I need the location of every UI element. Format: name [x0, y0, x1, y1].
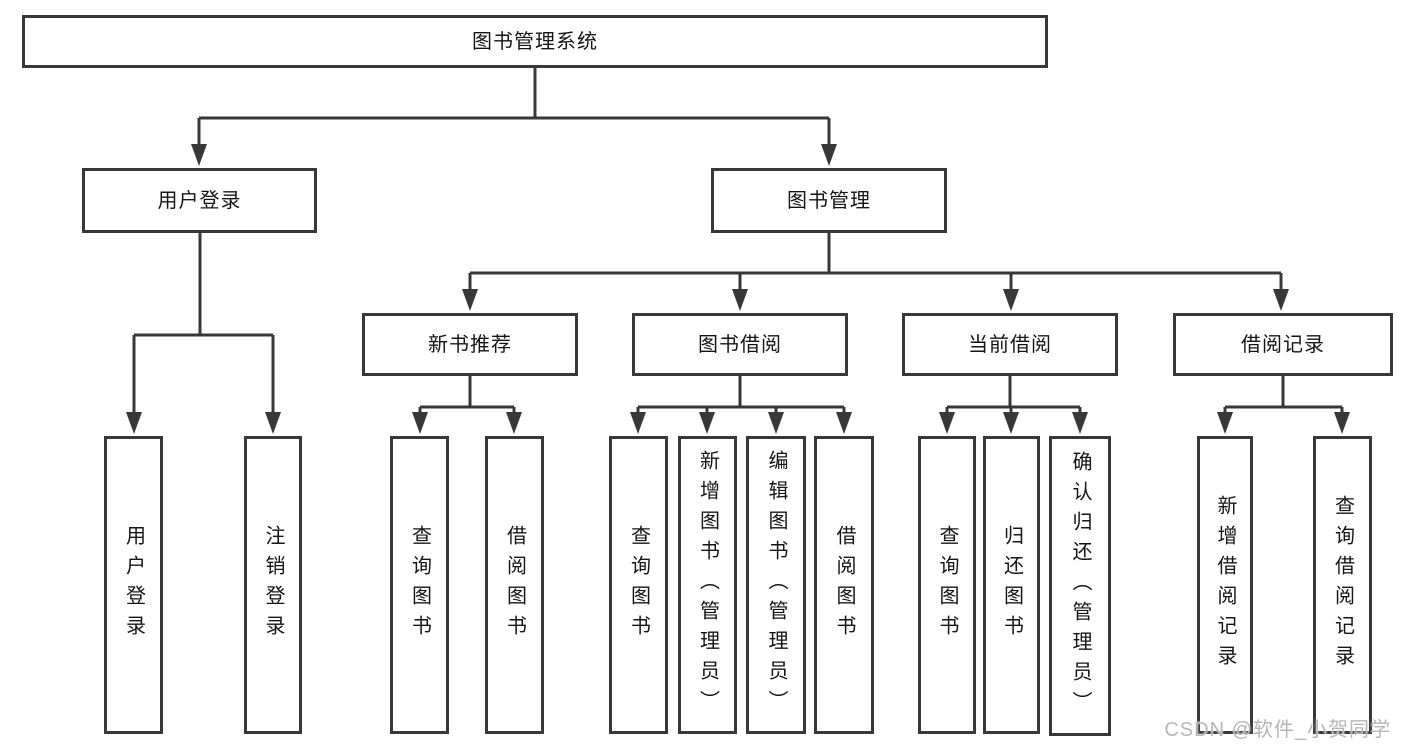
leaf-confirm-return-admin: 确认归还（管理员）: [1049, 436, 1111, 736]
leaf-confirm-return-admin-label: 确认归还（管理员）: [1069, 451, 1091, 721]
leaf-return-books: 归还图书: [983, 436, 1040, 734]
csdn-watermark: CSDN @软件_小贺同学: [1164, 719, 1391, 741]
leaf-borrow-books: 借阅图书: [814, 436, 874, 734]
leaf-query-books-borrowing: 查询图书: [609, 436, 668, 734]
leaf-query-books-borrowing-label: 查询图书: [627, 525, 650, 645]
leaf-user-login-label: 用户登录: [122, 525, 145, 645]
leaf-borrow-books-recommend-label: 借阅图书: [503, 525, 526, 645]
leaf-query-books-current: 查询图书: [918, 436, 976, 734]
leaf-add-books-admin-label: 新增图书（管理员）: [696, 450, 719, 720]
leaf-edit-books-admin-label: 编辑图书（管理员）: [765, 450, 787, 720]
leaf-return-books-label: 归还图书: [1000, 525, 1023, 645]
leaf-edit-books-admin: 编辑图书（管理员）: [746, 436, 806, 734]
node-user-login-label: 用户登录: [157, 189, 242, 212]
leaf-add-borrow-record-label: 新增借阅记录: [1214, 495, 1236, 675]
node-root-label: 图书管理系统: [472, 30, 598, 53]
leaf-logout-label: 注销登录: [262, 525, 284, 645]
leaf-query-books-recommend: 查询图书: [390, 436, 449, 734]
leaf-query-books-recommend-label: 查询图书: [408, 525, 431, 645]
node-new-book-recommendation: 新书推荐: [362, 313, 578, 376]
leaf-add-books-admin: 新增图书（管理员）: [678, 436, 737, 734]
node-book-borrowing-label: 图书借阅: [698, 333, 782, 356]
node-book-borrowing: 图书借阅: [632, 313, 848, 376]
node-borrowing-records-label: 借阅记录: [1241, 333, 1325, 356]
leaf-logout: 注销登录: [244, 436, 302, 734]
node-root: 图书管理系统: [22, 15, 1048, 68]
leaf-borrow-books-recommend: 借阅图书: [485, 436, 544, 734]
leaf-query-borrow-record: 查询借阅记录: [1313, 436, 1372, 734]
node-current-borrowing: 当前借阅: [902, 313, 1118, 376]
leaf-query-borrow-record-label: 查询借阅记录: [1331, 495, 1354, 675]
node-borrowing-records: 借阅记录: [1173, 313, 1393, 376]
node-user-login: 用户登录: [82, 168, 317, 233]
leaf-add-borrow-record: 新增借阅记录: [1197, 436, 1253, 734]
node-book-management-label: 图书管理: [787, 189, 871, 212]
node-book-management: 图书管理: [711, 168, 947, 233]
leaf-query-books-current-label: 查询图书: [936, 525, 958, 645]
leaf-user-login: 用户登录: [104, 436, 163, 734]
node-new-book-recommendation-label: 新书推荐: [428, 333, 512, 356]
node-current-borrowing-label: 当前借阅: [968, 333, 1052, 356]
leaf-borrow-books-label: 借阅图书: [833, 525, 855, 645]
